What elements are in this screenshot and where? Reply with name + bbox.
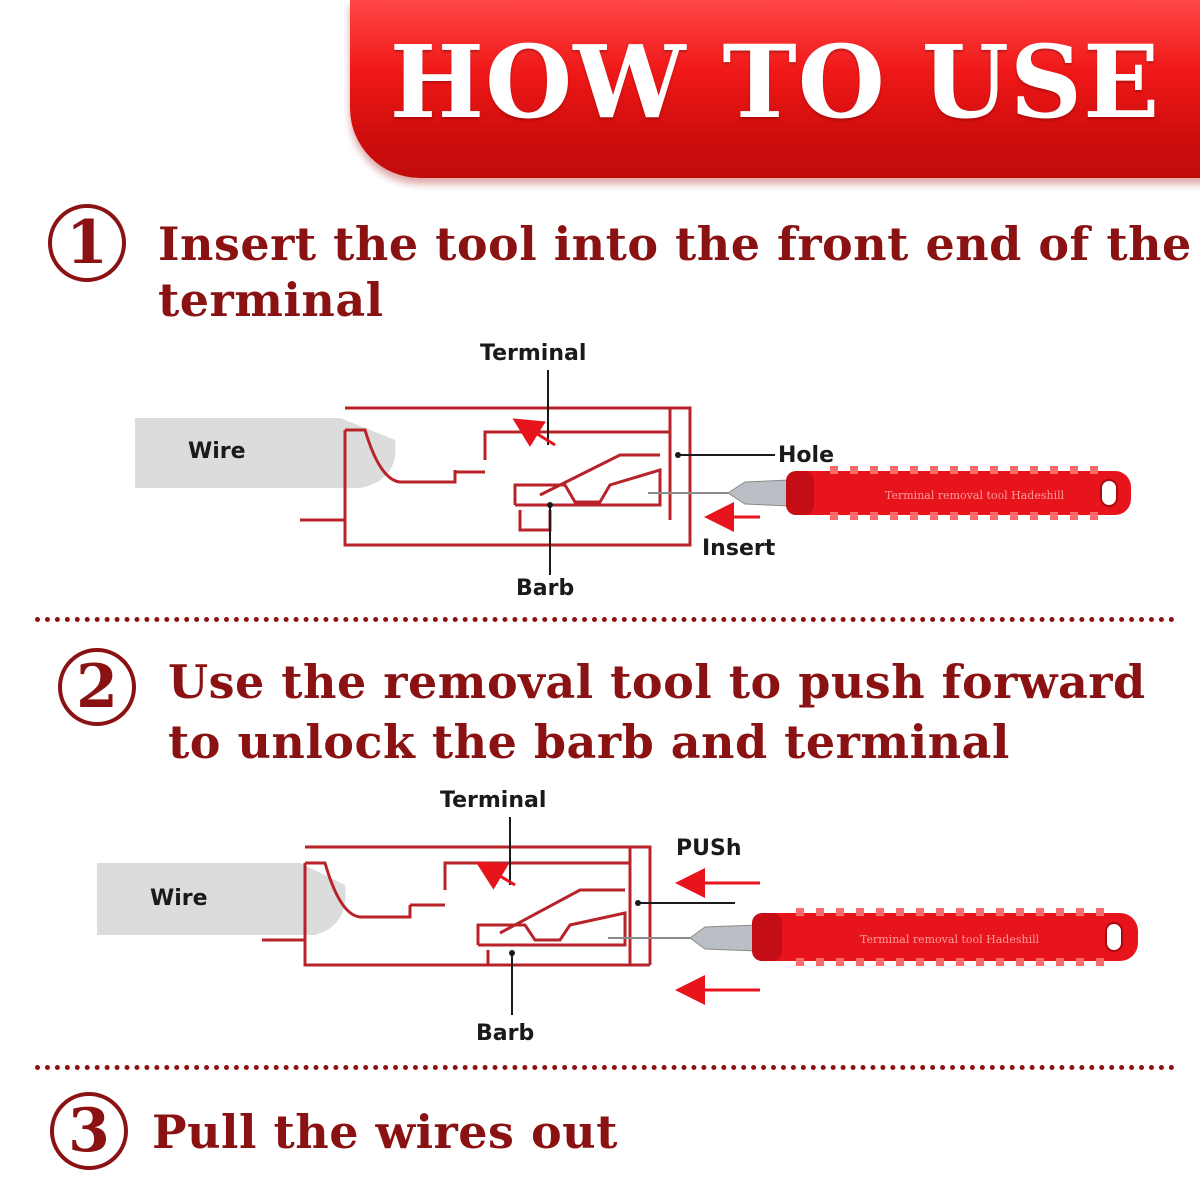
diagram-push: Terminal Wire PUSh Barb Terminal removal [97, 788, 1138, 1046]
barb-label: Barb [516, 576, 574, 601]
removal-tool-illustration: Terminal removal tool Hadeshill [608, 908, 1138, 966]
hole-label: Hole [778, 443, 834, 468]
hole-dot [675, 452, 681, 458]
insert-label: Insert [702, 536, 776, 561]
step-3-number-badge: 3 [50, 1092, 128, 1170]
terminal-label: Terminal [440, 788, 546, 813]
barb-dot [509, 950, 515, 956]
barb-label: Barb [476, 1021, 534, 1046]
hole-dot [635, 900, 641, 906]
step-3-text-line1: Pull the wires out [152, 1105, 618, 1159]
barb-dot [547, 502, 553, 508]
tool-brand-text: Terminal removal tool Hadeshill [885, 489, 1065, 502]
terminal-arrow [512, 418, 556, 448]
step-1-text-line2: terminal [158, 273, 384, 327]
push-label: PUSh [676, 836, 742, 861]
tool-brand-text: Terminal removal tool Hadeshill [860, 933, 1040, 946]
wire-label: Wire [150, 886, 208, 911]
step-1-number-badge: 1 [48, 204, 126, 282]
step-2-number-badge: 2 [58, 648, 136, 726]
wire-label: Wire [188, 439, 246, 464]
step-2-text-line1: Use the removal tool to push forward [168, 655, 1146, 709]
wire-shape [135, 418, 396, 488]
divider-2 [35, 1065, 1175, 1070]
divider-1 [35, 617, 1175, 622]
connector-housing [262, 845, 652, 967]
terminal-arrow [475, 861, 516, 890]
terminal-label: Terminal [480, 341, 586, 366]
diagram-insert: Terminal Wire Hole Insert Barb Terminal … [135, 341, 1131, 601]
wire-shape [97, 863, 346, 935]
step-2-text-line2: to unlock the barb and terminal [168, 715, 1010, 769]
removal-tool-illustration: Terminal removal tool Hadeshill [648, 466, 1131, 520]
page-title: HOW TO USE [389, 23, 1161, 141]
header-banner [350, 0, 1200, 178]
step-1-text-line1: Insert the tool into the front end of th… [158, 217, 1192, 271]
